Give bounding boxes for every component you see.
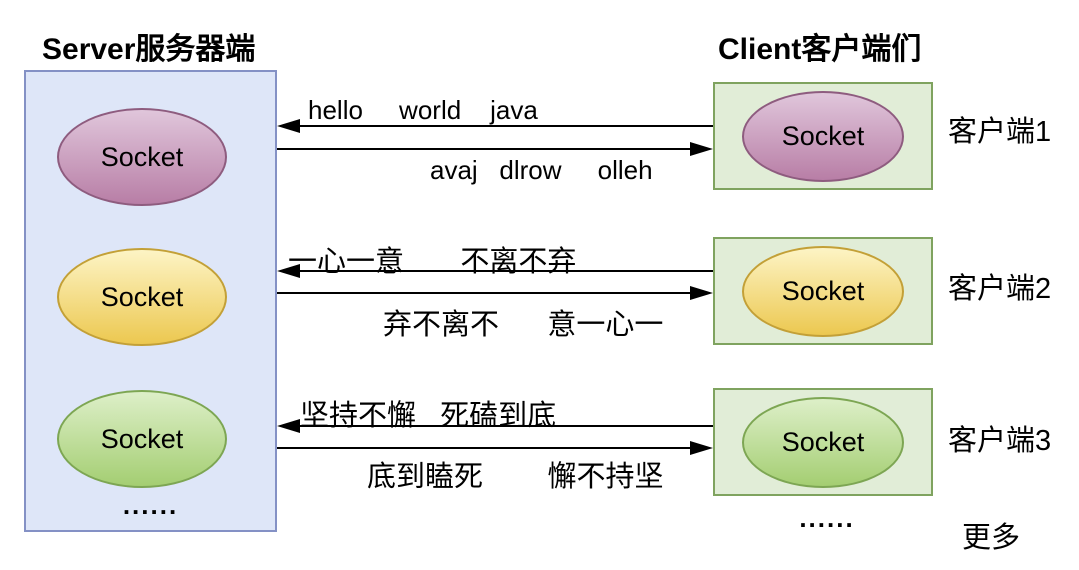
server-socket-2: Socket (57, 248, 227, 346)
server-socket-2-label: Socket (100, 281, 184, 312)
client-list-ellipsis: ...... (799, 503, 855, 533)
server-socket-1-label: Socket (100, 141, 184, 172)
server-box: Socket Socket Socket ...... (24, 70, 277, 532)
server-ellipsis: ...... (122, 490, 179, 520)
message-client2-to-server: 一心一意 不离不弃 (288, 246, 577, 278)
message-server-to-client2: 弃不离不 意一心一 (383, 309, 664, 341)
arrow-server-to-client1 (277, 142, 713, 156)
client-box-3: Socket (713, 388, 933, 496)
client-socket-2-label: Socket (781, 276, 865, 306)
client-name-3: 客户端3 (948, 425, 1052, 457)
client-socket-1: Socket (742, 91, 904, 182)
server-socket-1: Socket (57, 108, 227, 206)
message-client1-to-server: hello world java (308, 95, 538, 125)
client-socket-3-label: Socket (781, 427, 865, 457)
message-server-to-client1: avaj dlrow olleh (430, 155, 653, 185)
server-title: Server服务器端 (42, 33, 256, 66)
client-socket-1-label: Socket (781, 121, 865, 151)
client-socket-2: Socket (742, 246, 904, 337)
arrow-server-to-client2 (277, 286, 713, 300)
message-client3-to-server: 坚持不懈 死磕到底 (300, 400, 557, 432)
client-socket-3: Socket (742, 397, 904, 488)
message-server-to-client3: 底到瞌死 懈不持坚 (367, 461, 664, 493)
client-box-1: Socket (713, 82, 933, 190)
more-label: 更多 (962, 522, 1021, 554)
client-name-1: 客户端1 (948, 116, 1052, 148)
client-name-2: 客户端2 (948, 273, 1052, 305)
client-title: Client客户端们 (718, 33, 922, 66)
server-socket-3: Socket (57, 390, 227, 488)
server-socket-3-label: Socket (100, 423, 184, 454)
client-box-2: Socket (713, 237, 933, 345)
